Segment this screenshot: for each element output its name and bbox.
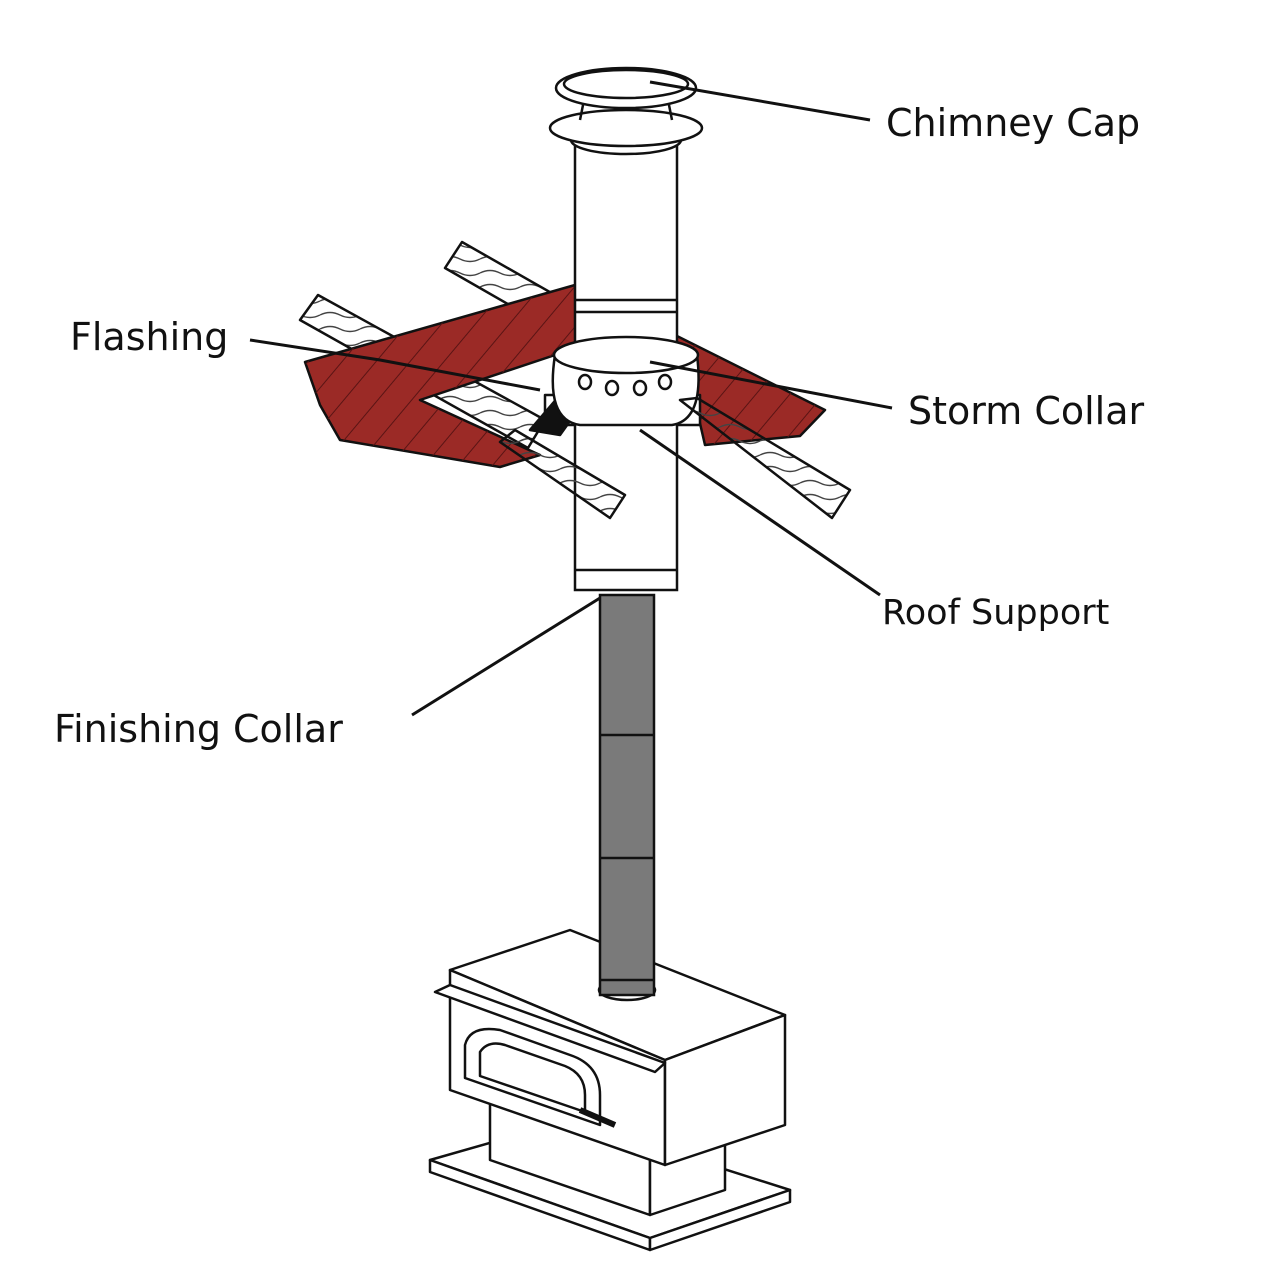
label-chimney-cap: Chimney Cap (886, 101, 1141, 145)
wood-stove (428, 928, 792, 1252)
stove-base-plate-side (648, 1188, 792, 1252)
leader-finishing-collar (411, 596, 601, 717)
flashing-hatch (305, 285, 825, 467)
stove-body-side (663, 1013, 787, 1167)
leader-chimney-cap (649, 80, 871, 122)
leader-storm-collar (649, 360, 893, 410)
label-storm-collar: Storm Collar (908, 389, 1145, 433)
rafter-front-right (678, 396, 852, 520)
leader-lines (249, 80, 893, 717)
chimney-cap (548, 66, 704, 156)
rafter-front-left (498, 428, 627, 520)
storm-collar-bolt-3 (632, 379, 648, 397)
stovepipe-body (598, 593, 656, 997)
label-finishing-collar: Finishing Collar (54, 707, 343, 751)
chimney-upper-section (573, 138, 679, 357)
storm-collar-bolt-4 (657, 373, 673, 391)
label-flashing: Flashing (70, 315, 229, 359)
chimney-cap-lower-ring (548, 108, 704, 148)
storm-collar-bolt-2 (604, 379, 620, 397)
stove-ledge (433, 983, 667, 1074)
rafters-front (498, 396, 852, 520)
storm-collar-cone (551, 353, 700, 427)
leader-flashing (249, 338, 541, 392)
storm-collar-bolt-1 (577, 373, 593, 391)
leader-roof-support (639, 428, 881, 597)
storm-collar (551, 335, 700, 427)
stove-door-handle (578, 1107, 617, 1128)
label-roof-support: Roof Support (882, 593, 1110, 633)
chimney-cap-top-inner (562, 68, 690, 100)
stove-door-window (478, 1042, 587, 1114)
stovepipe (598, 593, 656, 997)
